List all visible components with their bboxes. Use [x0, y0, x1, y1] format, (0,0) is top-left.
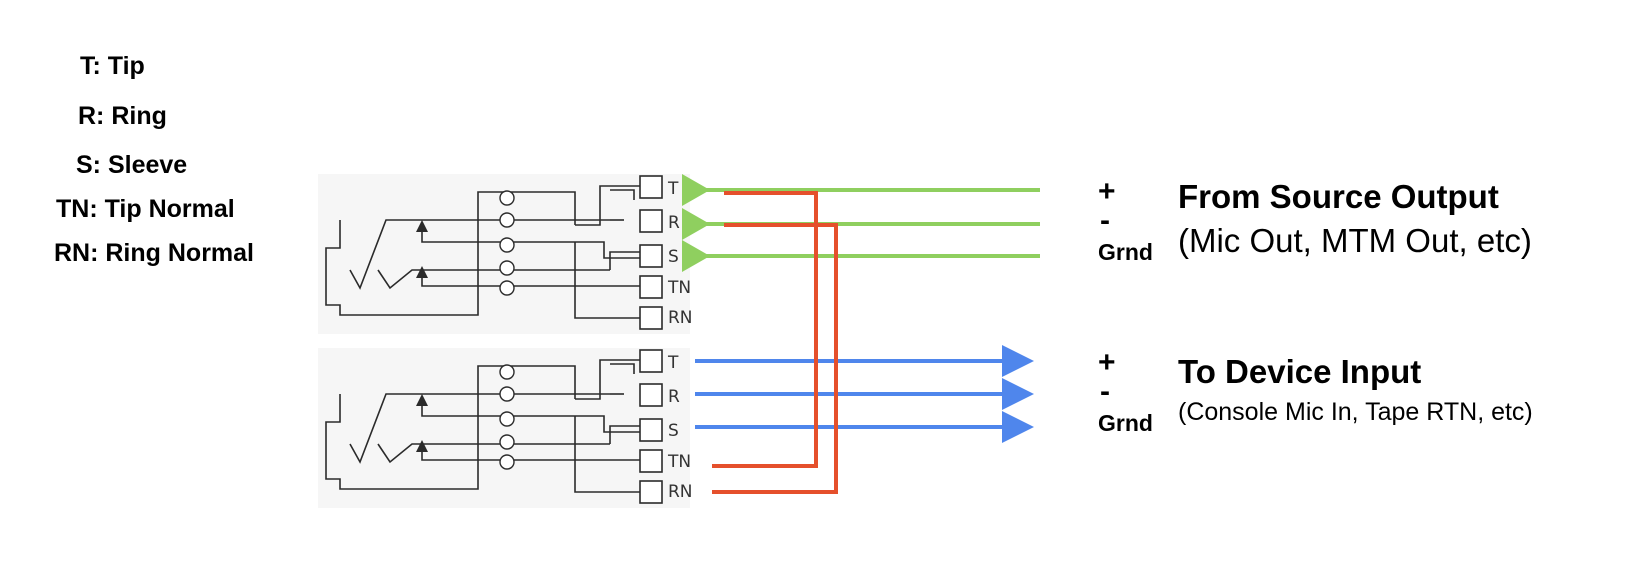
jack-bottom-tip-arrow	[416, 394, 428, 406]
jack-bottom-ring-arrow	[416, 440, 428, 452]
jack-top-contact-ring-4	[499, 260, 515, 276]
jack-bottom-pin-rn: RN	[668, 482, 693, 502]
source-ground: Grnd	[1098, 239, 1153, 265]
jumper-tip-to-tn	[712, 191, 818, 468]
jack-top-pin-s: S	[668, 247, 679, 267]
normal-jumpers	[712, 191, 838, 494]
jack-top-terminal-tn	[639, 275, 663, 299]
legend-tip-normal: TN: Tip Normal	[56, 195, 235, 223]
jumper-ring-to-rn	[712, 223, 838, 494]
jack-bottom-tip-spring	[349, 393, 610, 464]
device-subtitle: (Console Mic In, Tape RTN, etc)	[1178, 398, 1533, 426]
jack-bottom-contact-ring-1	[499, 364, 515, 380]
jack-bottom-contact-ring-3	[499, 411, 515, 427]
device-minus: -	[1100, 375, 1110, 408]
jack-top-tip-arrow	[416, 220, 428, 232]
jack-bottom-pin-tn: TN	[667, 452, 691, 472]
jack-bottom-terminal-t	[639, 349, 663, 373]
jack-bottom-contact-ring-2	[499, 386, 515, 402]
jack-top-contact-ring-5	[499, 280, 515, 296]
legend-ring-normal: RN: Ring Normal	[54, 239, 254, 267]
jack-top-schematic: T R S TN RN	[318, 174, 693, 334]
device-plus: +	[1098, 346, 1116, 379]
jack-bottom-contact-ring-4	[499, 434, 515, 450]
device-label-group: + - Grnd To Device Input (Console Mic In…	[1098, 346, 1533, 436]
jack-bottom-terminal-r	[639, 383, 663, 407]
jack-bottom-pin-r: R	[668, 387, 680, 407]
jack-top-pin-rn: RN	[668, 308, 693, 328]
jack-top-contact-ring-2	[499, 212, 515, 228]
jack-top-body	[325, 191, 576, 316]
jack-bottom-pin-s: S	[668, 421, 679, 441]
legend-ring: R: Ring	[78, 102, 167, 130]
jack-top-contact-ring-3	[499, 237, 515, 253]
source-title: From Source Output	[1178, 178, 1499, 215]
legend-sleeve: S: Sleeve	[76, 151, 187, 179]
jack-top-tip-spring	[349, 219, 610, 290]
jack-bottom-terminal-rn	[639, 480, 663, 504]
jack-top-contact-ring-1	[499, 190, 515, 206]
device-ground: Grnd	[1098, 410, 1153, 436]
source-subtitle: (Mic Out, MTM Out, etc)	[1178, 222, 1532, 259]
legend-tip: T: Tip	[80, 52, 145, 80]
jack-top-terminal-s	[639, 244, 663, 268]
jack-top-terminal-r	[639, 209, 663, 233]
device-lines	[695, 345, 1034, 443]
source-minus: -	[1100, 204, 1110, 237]
jack-bottom-body	[325, 365, 576, 490]
jack-bottom-terminal-tn	[639, 449, 663, 473]
jack-top-ring-arrow	[416, 266, 428, 278]
jack-bottom-terminal-s	[639, 418, 663, 442]
source-label-group: + - Grnd From Source Output (Mic Out, MT…	[1098, 175, 1532, 265]
device-title: To Device Input	[1178, 353, 1421, 390]
source-plus: +	[1098, 175, 1116, 208]
jack-top-pin-tn: TN	[667, 278, 691, 298]
jack-bottom-schematic: T R S TN RN	[318, 348, 693, 508]
jack-bottom-contact-ring-5	[499, 454, 515, 470]
jack-bottom-pin-t: T	[667, 353, 679, 373]
jack-top-terminal-rn	[639, 306, 663, 330]
jack-top-terminal-t	[639, 175, 663, 199]
jack-top-pin-r: R	[668, 213, 680, 233]
jack-top-pin-t: T	[667, 179, 679, 199]
legend: T: Tip R: Ring S: Sleeve TN: Tip Normal …	[54, 52, 254, 267]
